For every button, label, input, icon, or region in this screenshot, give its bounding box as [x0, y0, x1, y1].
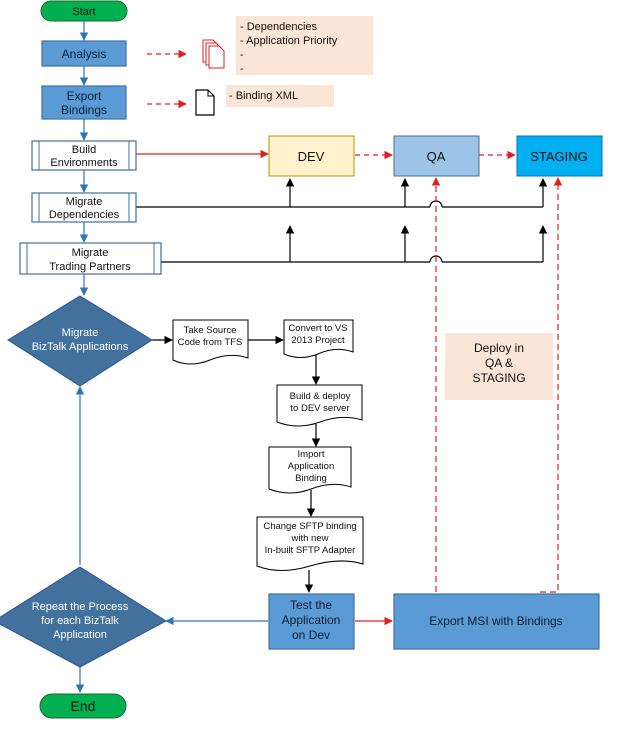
convert-vs-label: Convert to VS: [288, 323, 347, 334]
export-bindings-label: Export: [67, 89, 102, 103]
test-application-label: on Dev: [292, 628, 330, 642]
dev-label: DEV: [298, 149, 325, 164]
dev-environment-box[interactable]: DEV: [268, 135, 355, 177]
build-environments-label: Build: [72, 144, 96, 156]
analysis-note-item: - Dependencies: [240, 21, 318, 33]
deploy-note: Deploy in QA & STAGING: [445, 333, 553, 400]
take-source-document[interactable]: Take Source Code from TFS: [172, 319, 249, 365]
qa-environment-box[interactable]: QA: [393, 135, 480, 177]
change-sftp-label: In-built SFTP Adapter: [265, 545, 356, 556]
repeat-process-label: Repeat the Process: [32, 601, 129, 613]
analysis-process[interactable]: Analysis: [41, 40, 127, 67]
migrate-trading-partners-label: Trading Partners: [49, 261, 131, 273]
build-environments-process[interactable]: Build Environments: [31, 140, 137, 171]
convert-vs-label: 2013 Project: [291, 335, 345, 346]
test-application-label: Test the: [290, 598, 332, 612]
deploy-note-label: QA &: [485, 356, 513, 370]
repeat-process-label: Application: [53, 629, 107, 641]
import-binding-label: Import: [298, 449, 325, 460]
migrate-biztalk-label: BizTalk Applications: [32, 341, 129, 353]
analysis-label: Analysis: [62, 47, 107, 61]
start-terminator[interactable]: Start: [40, 0, 128, 22]
export-bindings-process[interactable]: Export Bindings: [41, 85, 127, 120]
binding-note: - Binding XML: [226, 85, 334, 107]
deploy-note-label: Deploy in: [474, 341, 524, 355]
export-bindings-label: Bindings: [61, 103, 107, 117]
staging-environment-box[interactable]: STAGING: [516, 135, 603, 177]
import-binding-label: Binding: [295, 473, 327, 484]
change-sftp-label: Change SFTP binding: [263, 521, 356, 532]
test-application-process[interactable]: Test the Application on Dev: [268, 593, 355, 650]
analysis-note-item: -: [240, 63, 244, 75]
analysis-note: - Dependencies - Application Priority - …: [236, 16, 373, 75]
take-source-label: Code from TFS: [178, 337, 243, 348]
migrate-trading-partners-label: Migrate: [72, 247, 109, 259]
import-binding-document[interactable]: Import Application Binding: [268, 446, 352, 494]
qa-label: QA: [427, 149, 446, 164]
end-terminator[interactable]: End: [39, 693, 127, 719]
migrate-dependencies-label: Dependencies: [49, 209, 120, 221]
build-deploy-label: Build & deploy: [290, 391, 351, 402]
change-sftp-label: with new: [291, 533, 329, 544]
multi-document-icon: [202, 39, 225, 69]
repeat-process-decision[interactable]: Repeat the Process for each BizTalk Appl…: [0, 566, 167, 668]
document-icon: [195, 89, 215, 116]
repeat-process-label: for each BizTalk: [41, 615, 119, 627]
change-sftp-document[interactable]: Change SFTP binding with new In-built SF…: [256, 516, 364, 571]
migrate-dependencies-process[interactable]: Migrate Dependencies: [31, 192, 137, 223]
start-label: Start: [72, 6, 95, 18]
convert-vs-document[interactable]: Convert to VS 2013 Project: [283, 319, 354, 358]
binding-note-item: - Binding XML: [229, 90, 298, 102]
migrate-dependencies-label: Migrate: [66, 196, 103, 208]
build-deploy-document[interactable]: Build & deploy to DEV server: [276, 384, 363, 427]
end-label: End: [71, 698, 96, 714]
import-binding-label: Application: [288, 461, 334, 472]
build-environments-label: Environments: [50, 157, 118, 169]
migrate-trading-partners-process[interactable]: Migrate Trading Partners: [19, 242, 162, 275]
build-deploy-label: to DEV server: [290, 403, 349, 414]
connectors: [75, 21, 563, 693]
export-msi-process[interactable]: Export MSI with Bindings: [393, 593, 600, 650]
staging-label: STAGING: [530, 149, 588, 164]
take-source-label: Take Source: [184, 325, 237, 336]
analysis-note-item: - Application Priority: [240, 35, 338, 47]
migrate-biztalk-decision[interactable]: Migrate BizTalk Applications: [7, 295, 153, 387]
arrow-msi-staging: [540, 177, 563, 593]
export-msi-label: Export MSI with Bindings: [429, 614, 562, 628]
test-application-label: Application: [282, 613, 341, 627]
migrate-biztalk-label: Migrate: [62, 327, 99, 339]
deploy-note-label: STAGING: [472, 371, 525, 385]
analysis-note-item: -: [240, 49, 244, 61]
